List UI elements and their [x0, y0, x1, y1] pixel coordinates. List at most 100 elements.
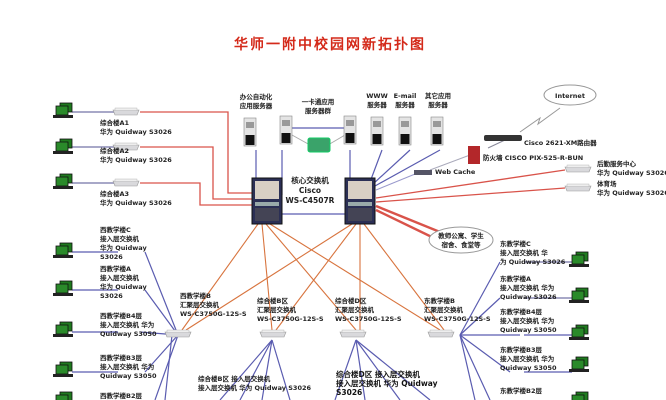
storage-icon	[307, 137, 331, 153]
switch-model: WS-C3750G-12S-S	[424, 315, 491, 323]
pc-icon	[568, 324, 590, 341]
server-label: 办公自动化	[240, 92, 273, 101]
switch-model: 华为 Quidway	[100, 282, 147, 291]
internet-cloud-icon	[543, 84, 597, 106]
server-icon	[279, 115, 293, 145]
web-cache-icon	[414, 170, 432, 175]
server-icon	[370, 116, 384, 146]
left-switch-group: 综合楼A1 华为 Quidway S3026 综合楼A2 华为 Quidway …	[52, 102, 172, 207]
switch-label: 接入层交换机	[100, 234, 140, 243]
switch-label: 综合楼D区	[335, 296, 367, 305]
switch-label: 西教学楼A	[100, 264, 131, 273]
switch-label: 东教学楼B2层	[500, 386, 542, 395]
switch-label: 接入层交换机 华	[500, 248, 548, 257]
server-icon	[343, 115, 357, 145]
router-icon	[484, 135, 522, 141]
switch-model: 华为 Quidway	[100, 243, 147, 252]
switch-label: 接入层交换机 华为	[100, 362, 154, 371]
router-label: Cisco 2621-XM路由器	[524, 138, 597, 147]
core-label: 核心交换机	[291, 175, 329, 185]
pc-icon	[52, 321, 74, 338]
switch-label: 西教学楼B	[180, 291, 211, 300]
core-model: WS-C4507R	[286, 196, 335, 205]
server-label: 一卡通应用	[302, 97, 335, 106]
switch-label: 综合楼D区 接入层交换机	[336, 369, 420, 379]
switch-model: S3026	[100, 292, 123, 300]
switch-model: 为 Quidway S3026	[500, 257, 566, 266]
switch-label: 东教学楼C	[500, 239, 531, 248]
bottom-access-layer: 综合楼B区 接入层交换机 接入层交换机 华为 Quidway S3026 综合楼…	[198, 369, 438, 397]
web-cache-label: Web Cache	[435, 168, 476, 176]
switch-model: WS-C3750G-12S-S	[335, 315, 402, 323]
switch-label: 汇聚层交换机	[257, 305, 297, 314]
pc-icon	[52, 138, 74, 155]
core-vendor: Cisco	[299, 186, 321, 195]
switch-model: Quidway S3026	[500, 293, 557, 301]
server-label: 服务器	[428, 100, 448, 109]
cloud-label: 教师公寓、学生	[437, 231, 484, 240]
switch-model: 华为 Quidway S3026	[100, 155, 172, 164]
switch-label: 汇聚层交换机	[424, 305, 464, 314]
switch-label: 体育场	[597, 179, 617, 188]
switch-model: WS-C3750G-12S-S	[180, 310, 247, 318]
switch-model: Quidway S3050	[500, 364, 557, 372]
server-icon	[243, 117, 257, 147]
server-label: 服务器	[395, 100, 415, 109]
switch-label: 接入层交换机	[100, 273, 140, 282]
pc-icon	[568, 251, 590, 268]
switch-label: 接入层交换机 华为	[500, 354, 554, 363]
switch-model: 华为 Quidway S3026	[100, 198, 172, 207]
east-access-layer: 东教学楼C 接入层交换机 华 为 Quidway S3026 东教学楼A 接入层…	[500, 239, 590, 400]
switch-model: 华为 Quidway S3026	[100, 127, 172, 136]
switch-model: WS-C3750G-12S-S	[257, 315, 324, 323]
switch-label: 综合楼A1	[100, 118, 130, 127]
switch-icon	[164, 329, 192, 338]
cloud-label: 宿舍、食堂等	[442, 240, 482, 249]
switch-label: 东教学楼B	[424, 296, 455, 305]
switch-icon	[564, 183, 592, 192]
switch-model: S3026	[336, 388, 362, 397]
switch-label: 西教学楼B3层	[100, 353, 142, 362]
switch-model: Quidway S3050	[500, 326, 557, 334]
internet-edge: Internet Cisco 2621-XM路由器 防火墙 CISCO PIX-…	[414, 84, 666, 254]
switch-model: 华为 Quidway S3026	[597, 188, 666, 197]
core-switch-icon	[344, 177, 376, 225]
server-label: 服务器群	[305, 106, 332, 115]
server-label: 其它应用	[425, 91, 451, 100]
pc-icon	[568, 356, 590, 373]
server-label: WWW	[366, 92, 388, 100]
switch-model: 接入层交换机 华为 Quidway	[336, 378, 438, 388]
switch-label: 接入层交换机 华为	[500, 283, 554, 292]
pc-icon	[52, 173, 74, 190]
distribution-layer: 西教学楼B 汇聚层交换机 WS-C3750G-12S-S 综合楼B区 汇聚层交换…	[164, 291, 491, 338]
diagram-title: 华师一附中校园网新拓扑图	[234, 36, 426, 53]
switch-label: 综合楼A3	[100, 189, 129, 198]
firewall-icon	[468, 146, 480, 164]
switch-label: 西教学楼B2层	[100, 391, 142, 400]
switch-model: 接入层交换机 华为 Quidway S3026	[198, 383, 312, 392]
switch-icon	[259, 329, 287, 338]
switch-label: 后勤服务中心	[597, 159, 637, 168]
switch-icon	[339, 329, 367, 338]
pc-icon	[52, 391, 74, 400]
switch-model: Quidway S3050	[100, 372, 157, 380]
switch-label: 接入层交换机 华为	[100, 320, 154, 329]
switch-label: 汇聚层交换机	[335, 305, 375, 314]
server-icon	[398, 116, 412, 146]
switch-icon	[564, 164, 592, 173]
west-access-layer: 西教学楼C 接入层交换机 华为 Quidway S3026 西教学楼A 接入层交…	[52, 225, 157, 400]
server-icon	[430, 116, 444, 146]
switch-label: 综合楼B区	[257, 296, 288, 305]
switch-label: 综合楼B区 接入层交换机	[198, 374, 271, 383]
internet-label: Internet	[555, 92, 585, 100]
switch-label: 汇聚层交换机	[180, 300, 220, 309]
server-label: 应用服务器	[240, 101, 273, 110]
switch-label: 西教学楼C	[100, 225, 131, 234]
server-label: 服务器	[367, 100, 387, 109]
core-switch-icon	[251, 177, 283, 225]
firewall-label: 防火墙 CISCO PIX-525-R-BUN	[483, 153, 583, 162]
pc-icon	[568, 287, 590, 304]
pc-icon	[52, 242, 74, 259]
pc-icon	[568, 391, 590, 400]
